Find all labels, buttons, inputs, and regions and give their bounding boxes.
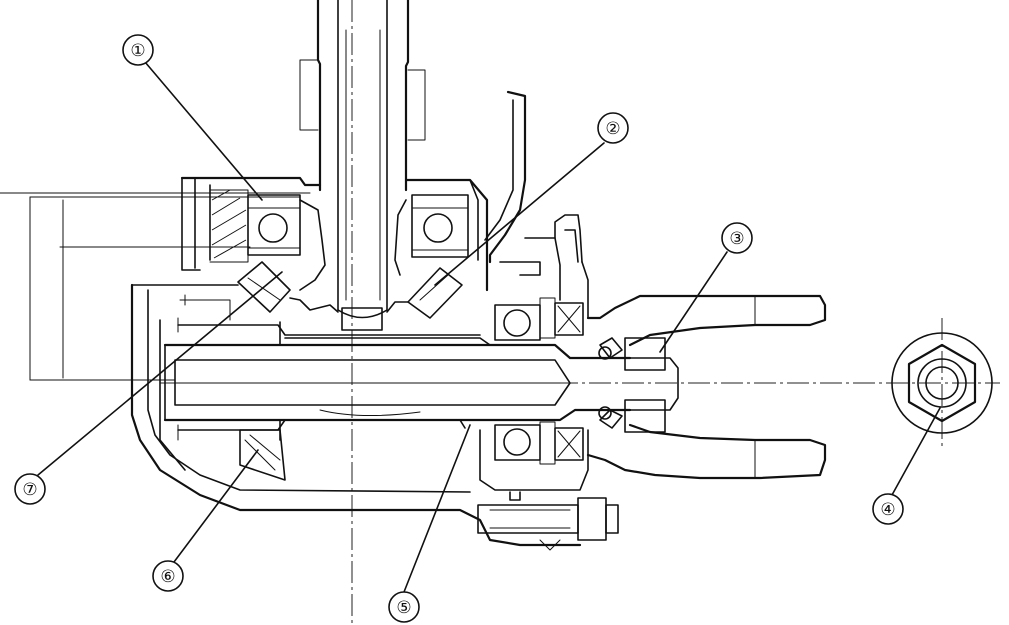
callout-3: ③ — [721, 222, 753, 254]
flange-yoke — [586, 294, 827, 480]
main-housing — [130, 283, 582, 547]
bevel-gears — [237, 261, 463, 319]
lower-housing — [239, 429, 589, 501]
bolt — [477, 497, 619, 551]
vertical-shaft — [299, 0, 426, 331]
upper-housing — [180, 90, 589, 319]
callout-2: ② — [597, 112, 629, 144]
callout-1-label: ① — [130, 41, 145, 61]
callout-4-label: ④ — [880, 500, 895, 520]
bearing-right-upper — [494, 297, 584, 341]
bearing-upper-right — [394, 194, 469, 276]
callout-3-label: ③ — [729, 229, 744, 249]
callout-4: ④ — [872, 493, 904, 525]
callout-6-label: ⑥ — [160, 567, 175, 587]
dimension-lines — [0, 192, 311, 381]
lock-nut-end-view — [891, 332, 993, 434]
callout-5-label: ⑤ — [396, 598, 411, 618]
bearing-right-lower — [494, 421, 584, 465]
bearing-upper-left — [209, 189, 326, 291]
callout-1: ① — [122, 34, 154, 66]
main-shaft — [163, 317, 632, 441]
leader-lines — [37, 61, 941, 593]
callout-6: ⑥ — [152, 560, 184, 592]
callout-2-label: ② — [605, 119, 620, 139]
callout-7-label: ⑦ — [22, 480, 37, 500]
callout-5: ⑤ — [388, 591, 420, 623]
callout-7: ⑦ — [14, 473, 46, 505]
